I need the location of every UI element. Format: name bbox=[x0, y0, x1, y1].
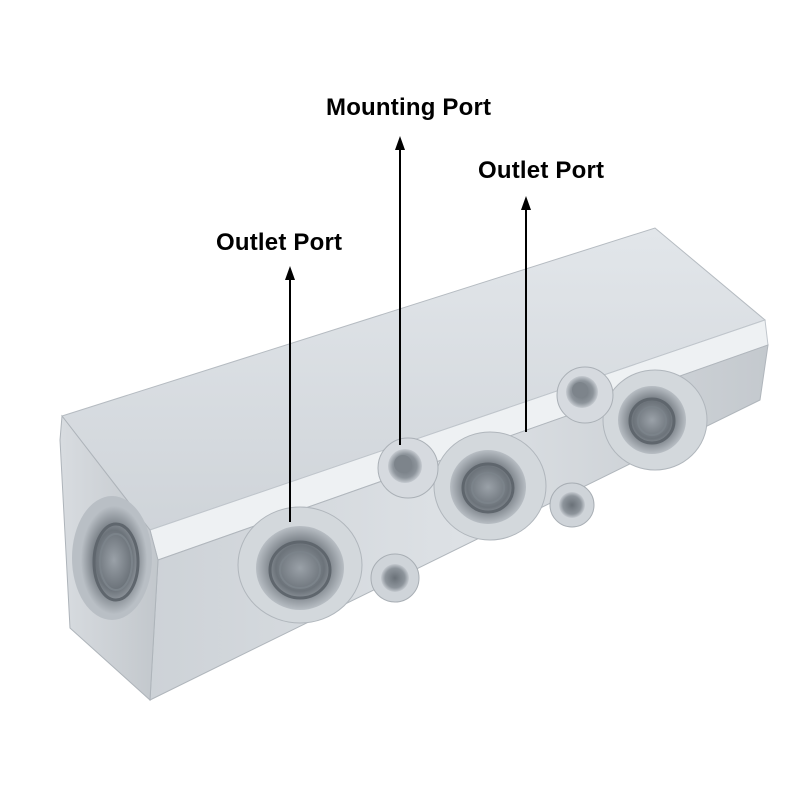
end-threaded-port bbox=[72, 496, 152, 620]
mounting-hole-upper-2 bbox=[556, 366, 614, 424]
callout-label-mounting-port: Mounting Port bbox=[326, 94, 492, 121]
arrow-outlet-right bbox=[521, 196, 531, 432]
callout-label-outlet-port-right: Outlet Port bbox=[478, 157, 605, 184]
mounting-hole-lower-1 bbox=[370, 553, 420, 603]
front-outlet-port-3 bbox=[602, 369, 708, 471]
mounting-hole-lower-2 bbox=[549, 482, 595, 528]
front-outlet-port-1 bbox=[237, 506, 363, 624]
front-outlet-port-2 bbox=[433, 431, 547, 541]
mounting-hole-upper-1 bbox=[377, 437, 439, 499]
callout-label-outlet-port-left: Outlet Port bbox=[216, 229, 343, 256]
arrow-mounting bbox=[395, 136, 405, 445]
arrow-outlet-left bbox=[285, 266, 295, 522]
